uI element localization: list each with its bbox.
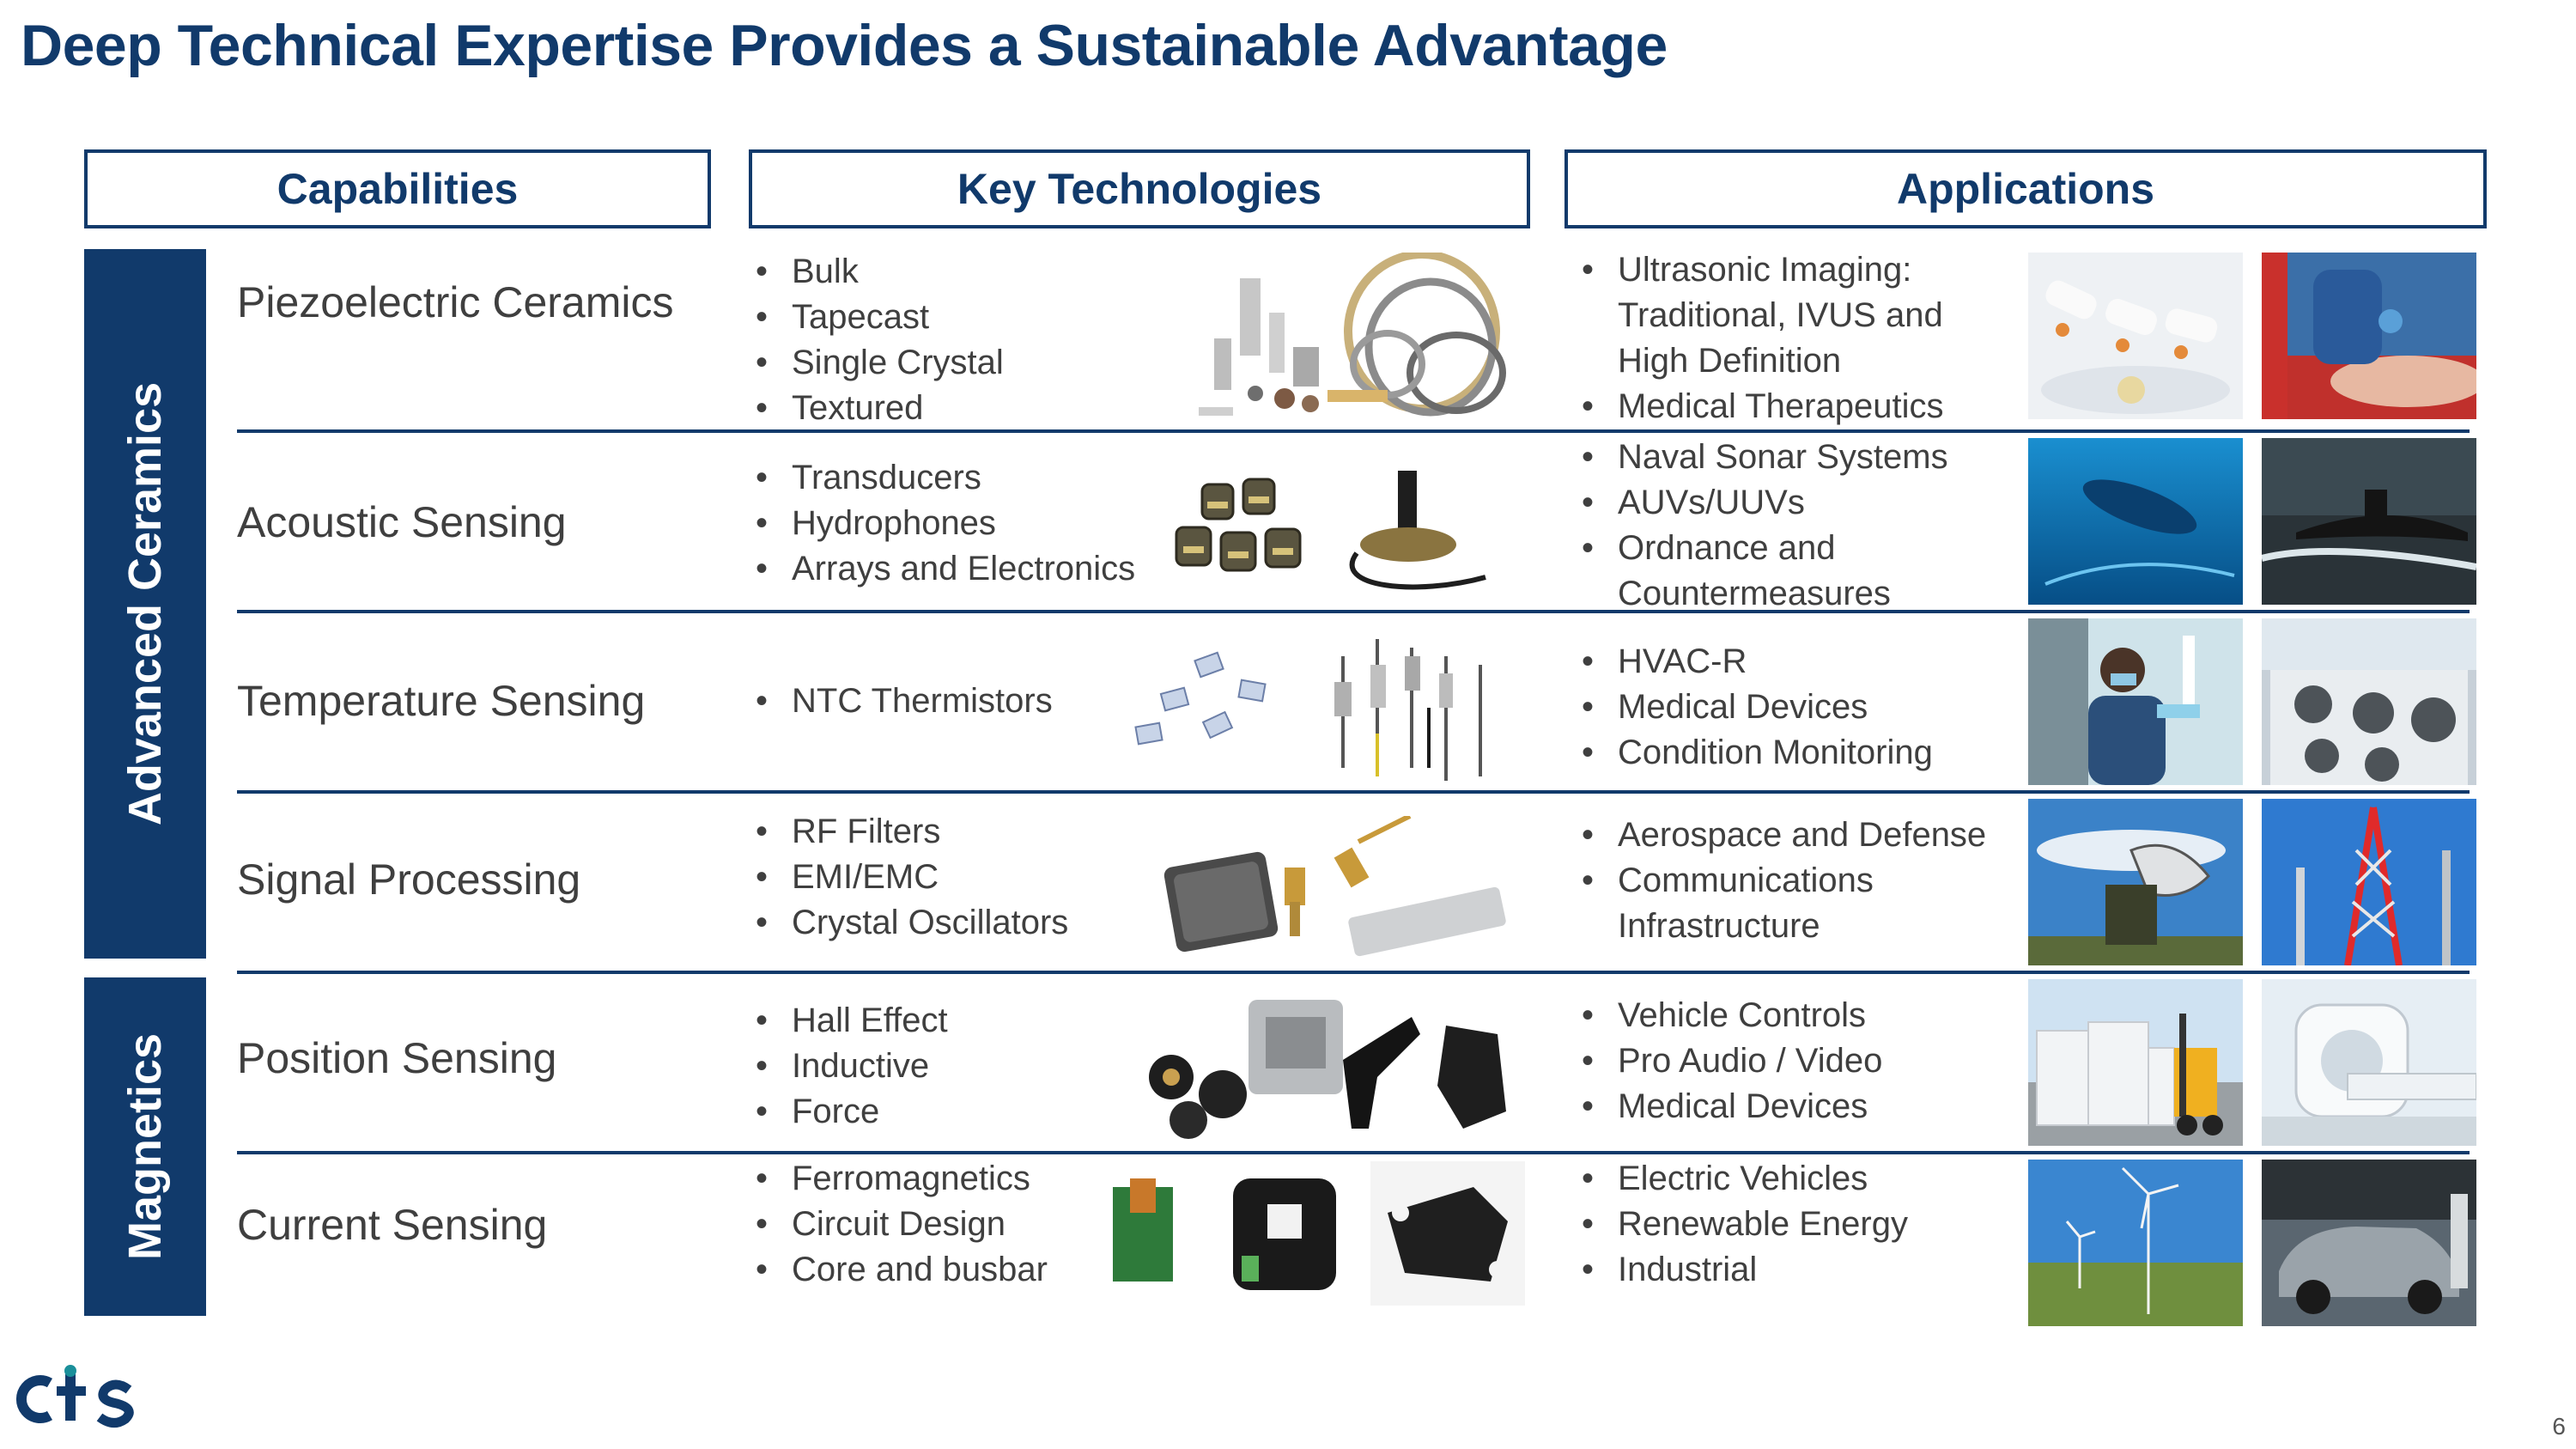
capability-label: Acoustic Sensing bbox=[237, 498, 567, 546]
list-item: Renewable Energy bbox=[1578, 1202, 1908, 1247]
capability-label: Piezoelectric Ceramics bbox=[237, 278, 674, 326]
application-list: Vehicle Controls Pro Audio / Video Medic… bbox=[1578, 993, 1882, 1129]
cts-logo bbox=[15, 1365, 134, 1428]
mri-scanner-photo bbox=[2262, 979, 2476, 1146]
list-item: Tapecast bbox=[752, 295, 1004, 340]
list-item: Arrays and Electronics bbox=[752, 546, 1135, 592]
list-item: Ordnance and Countermeasures bbox=[1578, 526, 1944, 617]
row-divider bbox=[237, 971, 2470, 974]
technology-list: Transducers Hydrophones Arrays and Elect… bbox=[752, 455, 1135, 592]
medical-therapy-photo bbox=[2262, 253, 2476, 419]
page-title: Deep Technical Expertise Provides a Sust… bbox=[21, 13, 1668, 78]
capabilities-header-label: Capabilities bbox=[276, 165, 519, 213]
application-list: HVAC-R Medical Devices Condition Monitor… bbox=[1578, 639, 1933, 776]
list-item: HVAC-R bbox=[1578, 639, 1933, 685]
capability-label: Position Sensing bbox=[237, 1034, 557, 1082]
technologies-header: Key Technologies bbox=[749, 149, 1530, 228]
application-list: Ultrasonic Imaging: Traditional, IVUS an… bbox=[1578, 247, 1944, 429]
list-item: NTC Thermistors bbox=[752, 679, 1053, 724]
row-acoustic-sensing: Acoustic Sensing Transducers Hydrophones… bbox=[237, 435, 2476, 612]
row-piezoelectric-ceramics: Piezoelectric Ceramics Bulk Tapecast Sin… bbox=[237, 247, 2476, 431]
list-item: Medical Devices bbox=[1578, 1084, 1882, 1129]
cell-tower-photo bbox=[2262, 799, 2476, 965]
forklift-photo bbox=[2028, 979, 2243, 1146]
list-item: Core and busbar bbox=[752, 1247, 1048, 1293]
row-divider bbox=[237, 610, 2470, 613]
list-item: Crystal Oscillators bbox=[752, 900, 1068, 946]
list-item: AUVs/UUVs bbox=[1578, 480, 1948, 526]
capability-label: Current Sensing bbox=[237, 1201, 548, 1249]
list-item: Force bbox=[752, 1089, 948, 1135]
list-item: Transducers bbox=[752, 455, 1135, 501]
technology-list: RF Filters EMI/EMC Crystal Oscillators bbox=[752, 809, 1068, 946]
underwater-sonar-photo bbox=[2028, 438, 2243, 605]
row-divider bbox=[237, 1151, 2470, 1154]
list-item: Hydrophones bbox=[752, 501, 1135, 546]
rf-components-image bbox=[1163, 816, 1506, 957]
electric-vehicle-photo bbox=[2262, 1160, 2476, 1326]
list-item: Textured bbox=[752, 386, 1004, 431]
radar-dish-photo bbox=[2028, 799, 2243, 965]
applications-header-label: Applications bbox=[1896, 165, 2155, 213]
ultrasound-probes-photo bbox=[2028, 253, 2243, 419]
submarine-photo bbox=[2262, 438, 2476, 605]
technology-list: Bulk Tapecast Single Crystal Textured bbox=[752, 249, 1004, 431]
page-number: 6 bbox=[2552, 1413, 2566, 1440]
ntc-thermistors-image bbox=[1134, 639, 1482, 781]
list-item: Single Crystal bbox=[752, 340, 1004, 386]
position-sensors-image bbox=[1149, 1000, 1506, 1139]
hvac-units-photo bbox=[2262, 618, 2476, 785]
current-sensors-image bbox=[1113, 1161, 1525, 1306]
application-list: Electric Vehicles Renewable Energy Indus… bbox=[1578, 1156, 1908, 1293]
list-item: Medical Devices bbox=[1578, 685, 1933, 730]
wind-turbines-photo bbox=[2028, 1160, 2243, 1326]
technologies-header-label: Key Technologies bbox=[957, 165, 1322, 213]
medical-worker-photo bbox=[2028, 618, 2243, 785]
application-list: Aerospace and Defense Communications Inf… bbox=[1578, 813, 1986, 949]
row-current-sensing: Current Sensing Ferromagnetics Circuit D… bbox=[237, 1156, 2476, 1328]
list-item: Ultrasonic Imaging: Traditional, IVUS an… bbox=[1578, 247, 1944, 384]
advanced-ceramics-label: Advanced Ceramics bbox=[119, 381, 171, 826]
row-position-sensing: Position Sensing Hall Effect Inductive F… bbox=[237, 976, 2476, 1148]
row-signal-processing: Signal Processing RF Filters EMI/EMC Cry… bbox=[237, 795, 2476, 967]
capabilities-header: Capabilities bbox=[84, 149, 711, 228]
list-item: Ferromagnetics bbox=[752, 1156, 1048, 1202]
list-item: Industrial bbox=[1578, 1247, 1908, 1293]
list-item: Hall Effect bbox=[752, 998, 948, 1044]
hydrophone-transducers-image bbox=[1175, 471, 1486, 590]
technology-list: Hall Effect Inductive Force bbox=[752, 998, 948, 1135]
list-item: Electric Vehicles bbox=[1578, 1156, 1908, 1202]
list-item: Pro Audio / Video bbox=[1578, 1038, 1882, 1084]
list-item: Vehicle Controls bbox=[1578, 993, 1882, 1038]
row-temperature-sensing: Temperature Sensing NTC Thermistors HVAC… bbox=[237, 615, 2476, 790]
list-item: Communications Infrastructure bbox=[1578, 858, 1944, 949]
list-item: Condition Monitoring bbox=[1578, 730, 1933, 776]
list-item: Circuit Design bbox=[752, 1202, 1048, 1247]
piezo-components-image bbox=[1199, 253, 1506, 417]
advanced-ceramics-group: Advanced Ceramics bbox=[84, 249, 206, 959]
list-item: Bulk bbox=[752, 249, 1004, 295]
row-divider bbox=[237, 429, 2470, 433]
list-item: Inductive bbox=[752, 1044, 948, 1089]
capability-label: Signal Processing bbox=[237, 855, 581, 904]
capability-label: Temperature Sensing bbox=[237, 677, 646, 725]
list-item: Aerospace and Defense bbox=[1578, 813, 1986, 858]
list-item: Naval Sonar Systems bbox=[1578, 435, 1948, 480]
technology-list: Ferromagnetics Circuit Design Core and b… bbox=[752, 1156, 1048, 1293]
magnetics-group: Magnetics bbox=[84, 977, 206, 1316]
application-list: Naval Sonar Systems AUVs/UUVs Ordnance a… bbox=[1578, 435, 1948, 617]
list-item: RF Filters bbox=[752, 809, 1068, 855]
magnetics-label: Magnetics bbox=[119, 1032, 172, 1261]
applications-header: Applications bbox=[1564, 149, 2487, 228]
list-item: EMI/EMC bbox=[752, 855, 1068, 900]
technology-list: NTC Thermistors bbox=[752, 679, 1053, 724]
row-divider bbox=[237, 790, 2470, 794]
list-item: Medical Therapeutics bbox=[1578, 384, 1944, 429]
